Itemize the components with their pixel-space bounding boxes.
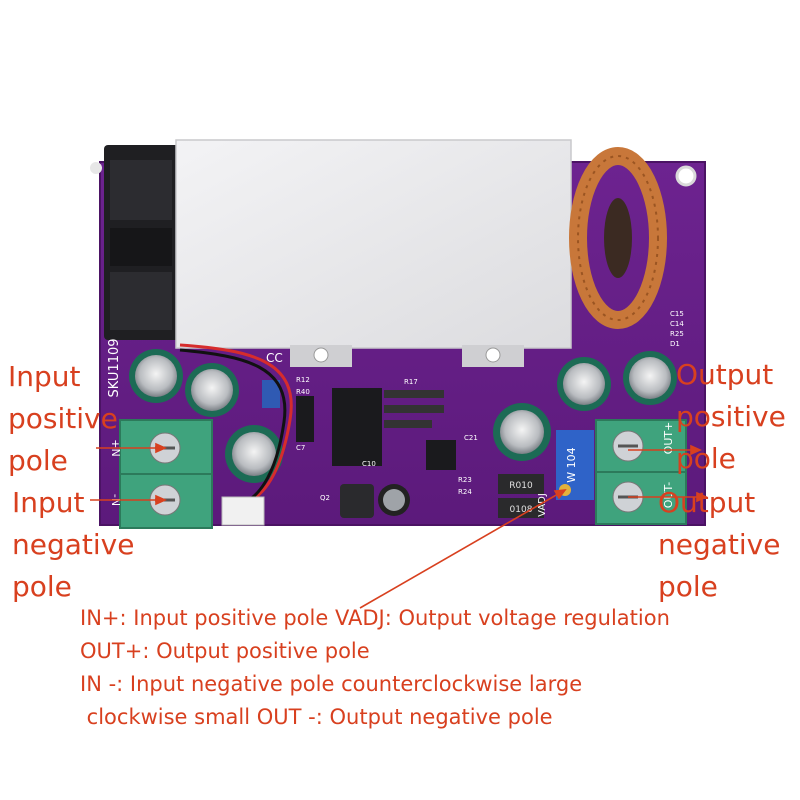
fan-connector [221, 496, 265, 526]
callout-line: Output [676, 358, 774, 391]
legend-line: OUT+: Output positive pole [80, 639, 370, 663]
chip-label: C7 [296, 444, 305, 452]
vadj-trimmer: W 104 [556, 430, 594, 500]
callout-output-negative: Output negative pole [658, 482, 780, 608]
chip-label: C10 [362, 460, 376, 468]
trimmer-code: W 104 [565, 447, 578, 482]
terminal-legend: IN+: Input positive pole VADJ: Output vo… [80, 602, 670, 734]
callout-line: negative [658, 528, 781, 561]
arrow-head [553, 489, 567, 500]
callout-line: pole [12, 570, 72, 603]
arrow-head [690, 444, 702, 456]
callout-line: Input [8, 360, 81, 393]
capacitor [129, 349, 183, 403]
inductor-small [340, 484, 374, 518]
ic-chip [426, 440, 456, 470]
cooling-fan [104, 145, 180, 340]
ic-chip [296, 396, 314, 442]
callout-line: positive [8, 402, 118, 435]
heatsink [175, 139, 572, 367]
chip-label: R40 [296, 388, 310, 396]
callout-line: positive [676, 400, 786, 433]
callout-input-positive: Input positive pole [8, 356, 118, 482]
capacitor [493, 403, 551, 461]
callout-output-positive: Output positive pole [676, 354, 786, 480]
callout-line: pole [8, 444, 68, 477]
shunt-resistor [498, 498, 544, 518]
arrow-head [155, 494, 167, 506]
legend-line: clockwise small OUT -: Output negative p… [80, 705, 553, 729]
chip-label: C21 [464, 434, 478, 442]
legend-line: IN -: Input negative pole counterclockwi… [80, 672, 583, 696]
chip-label: D1 [670, 340, 680, 348]
chip-label: R25 [670, 330, 684, 338]
chip-label: Q2 [320, 494, 330, 502]
chip-label: R24 [458, 488, 472, 496]
arrow-vadj [359, 489, 566, 609]
annotation-arrows [90, 442, 708, 609]
fan-wire-black [179, 348, 287, 507]
arrow-head [696, 491, 708, 503]
resistor-label: R010 [509, 481, 533, 491]
chip-label: R12 [296, 376, 310, 384]
smd-part [384, 390, 444, 398]
smd-part [262, 380, 280, 408]
chip-label: C14 [670, 320, 684, 328]
fan-wire-red [179, 343, 293, 507]
legend-line: IN+: Input positive pole VADJ: Output vo… [80, 606, 670, 630]
chip-label: R17 [404, 378, 418, 386]
toroid-inductor [569, 147, 667, 329]
capacitor [225, 425, 283, 483]
output-terminal-block [595, 419, 687, 525]
smd-part [384, 405, 444, 413]
callout-line: pole [658, 570, 718, 603]
smd-part [384, 420, 432, 428]
capacitor [623, 351, 677, 405]
ic-chip [332, 388, 382, 466]
input-terminal-block [119, 419, 213, 529]
sku-silkscreen: SKU1109 [107, 338, 122, 397]
capacitor [557, 357, 611, 411]
callout-line: Output [658, 486, 756, 519]
chip-label: R23 [458, 476, 472, 484]
out-minus-silkscreen: OUT- [662, 482, 675, 508]
vadj-silkscreen: VADJ [537, 493, 548, 517]
cc-silkscreen: CC [266, 351, 283, 365]
small-capacitor [378, 484, 410, 516]
shunt-resistor [498, 474, 544, 494]
mounting-hole [675, 165, 697, 187]
callout-line: pole [676, 442, 736, 475]
resistor-label: 0108 [510, 505, 533, 515]
callout-line: Input [12, 486, 85, 519]
callout-line: negative [12, 528, 135, 561]
out-plus-silkscreen: OUT+ [662, 422, 675, 455]
callout-input-negative: Input negative pole [12, 482, 134, 608]
capacitor [185, 363, 239, 417]
arrow-head [155, 442, 167, 454]
chip-label: C15 [670, 310, 684, 318]
mounting-hole [90, 162, 102, 174]
